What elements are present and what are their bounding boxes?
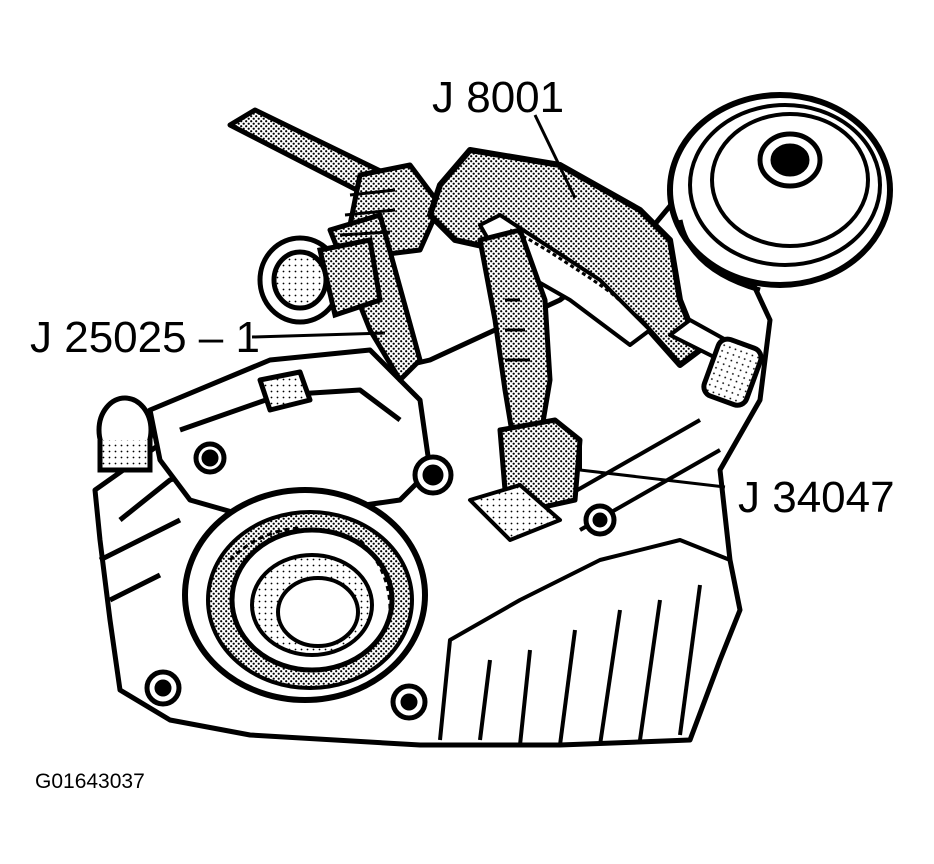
callout-j34047: J 34047 <box>738 473 895 522</box>
leader-lines <box>251 114 726 489</box>
bearing-bore <box>182 487 428 703</box>
j34047-adapter <box>468 417 583 542</box>
pulley-cover <box>667 92 893 293</box>
callout-j25025: J 25025 – 1 <box>30 313 260 362</box>
figure-id: G01643037 <box>35 770 145 793</box>
adapter-knob <box>257 235 383 325</box>
callout-j8001: J 8001 <box>432 73 565 122</box>
j8001-puller <box>427 147 764 408</box>
leader-j34047 <box>579 468 726 489</box>
cover-plate <box>147 347 433 523</box>
breather-plug <box>96 395 154 473</box>
leader-j25025 <box>251 331 386 339</box>
leader-j8001 <box>533 114 577 199</box>
case-bolt-holes <box>144 454 617 721</box>
